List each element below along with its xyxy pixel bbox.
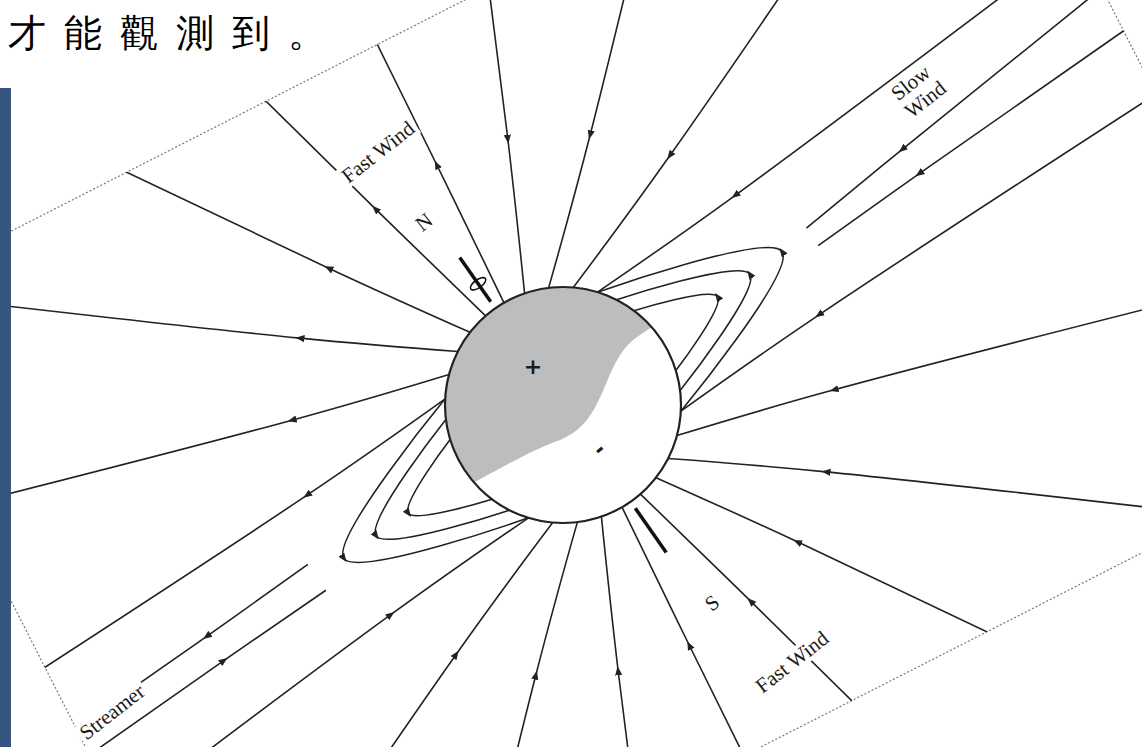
- side-panel: [0, 88, 11, 747]
- field-line: [677, 7, 1142, 661]
- field-line: [0, 149, 449, 747]
- field-line: [251, 0, 1035, 288]
- field-line: [681, 0, 1142, 429]
- sun-outline: [445, 287, 681, 523]
- polarity-sign: +: [521, 355, 545, 378]
- field-line: [782, 0, 1142, 228]
- field-line: [668, 118, 1142, 747]
- field-line: [640, 412, 1142, 747]
- field-line: [656, 255, 1142, 747]
- field-line: [818, 0, 1142, 246]
- rotation-axis: [460, 258, 491, 302]
- sun: [420, 260, 700, 523]
- slide-text: 才能觀測到。: [5, 14, 347, 54]
- field-line: [0, 0, 458, 692]
- field-line: [585, 0, 1142, 292]
- rotation-axis: [635, 508, 666, 552]
- field-line: [0, 0, 470, 555]
- field-line: [300, 517, 998, 747]
- field-line: [0, 381, 445, 747]
- field-line: [0, 564, 308, 747]
- field-line: [0, 0, 486, 398]
- field-line: [0, 518, 541, 747]
- field-line: [525, 507, 1066, 747]
- rotation-sense: [468, 275, 487, 292]
- field-line: [0, 589, 326, 747]
- field-line: [0, 523, 711, 747]
